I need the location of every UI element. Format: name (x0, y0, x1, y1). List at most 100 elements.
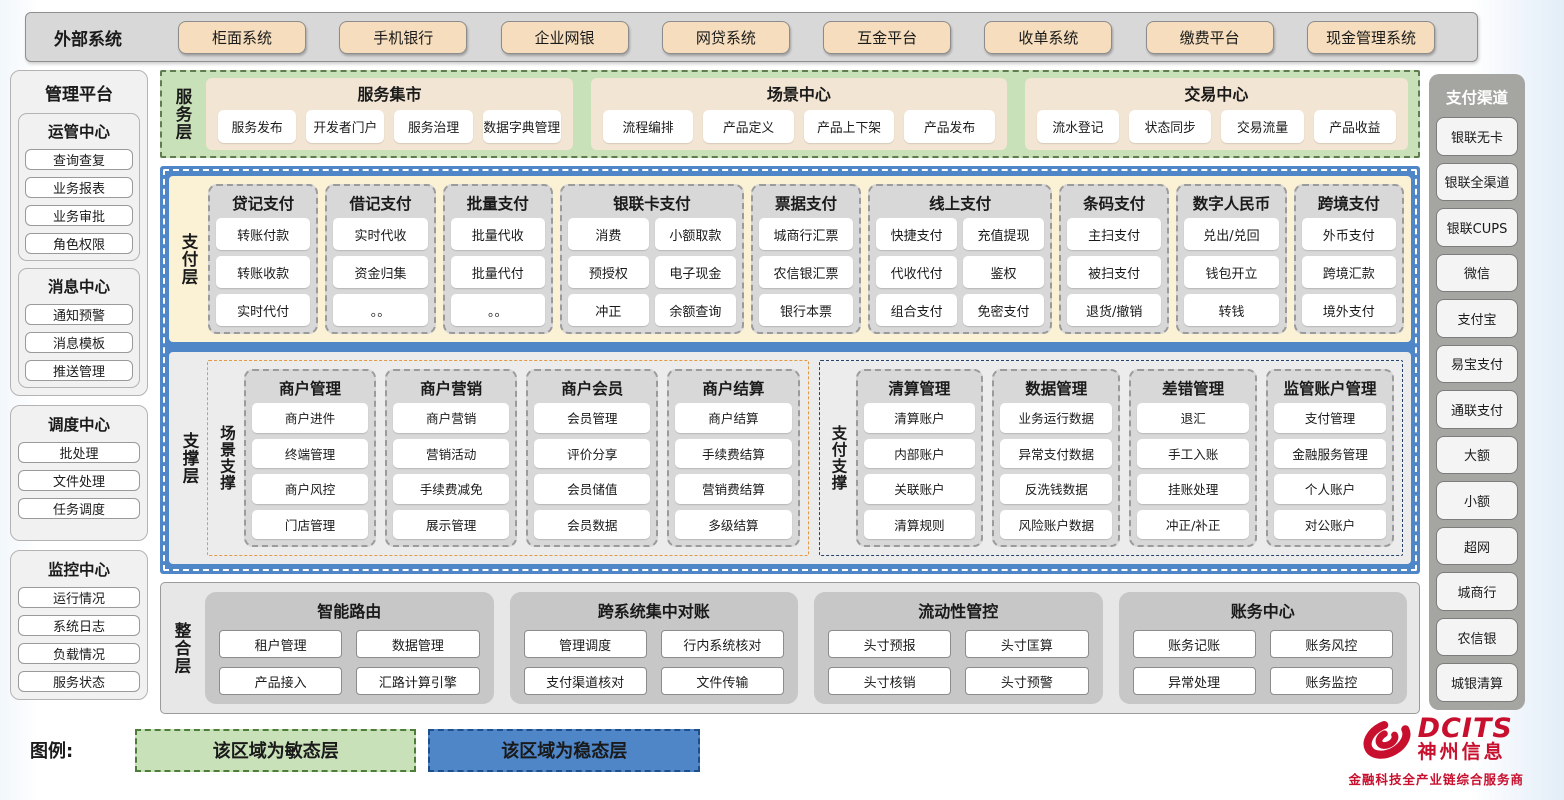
payment-channel-button[interactable]: 城银清算 (1436, 663, 1518, 702)
payment-channel-button[interactable]: 银联全渠道 (1436, 162, 1518, 202)
payment-channel-button[interactable]: 农信银 (1436, 617, 1518, 657)
payment-item-button[interactable]: 。。 (333, 294, 428, 326)
management-item-button[interactable]: 推送管理 (25, 360, 133, 381)
payment-item-button[interactable]: 快捷支付 (876, 218, 958, 250)
support-item-button[interactable]: 对公账户 (1274, 509, 1386, 539)
management-item-button[interactable]: 消息模板 (25, 332, 133, 353)
management-item-button[interactable]: 批处理 (18, 442, 140, 463)
integration-item-button[interactable]: 账务风控 (1269, 630, 1393, 658)
support-item-button[interactable]: 营销活动 (393, 438, 510, 468)
support-item-button[interactable]: 手工入账 (1137, 438, 1250, 468)
support-item-button[interactable]: 商户营销 (393, 403, 510, 433)
payment-item-button[interactable]: 城商行汇票 (758, 218, 854, 250)
support-item-button[interactable]: 关联账户 (863, 474, 976, 504)
payment-item-button[interactable]: 充值提现 (963, 218, 1045, 250)
service-item-button[interactable]: 开发者门户 (306, 110, 385, 143)
integration-item-button[interactable]: 支付渠道核对 (523, 667, 647, 695)
payment-item-button[interactable]: 电子现金 (654, 256, 736, 288)
payment-item-button[interactable]: 银行本票 (758, 294, 854, 326)
support-item-button[interactable]: 评价分享 (534, 438, 651, 468)
service-item-button[interactable]: 状态同步 (1129, 110, 1212, 143)
integration-item-button[interactable]: 头寸预报 (828, 630, 952, 658)
support-item-button[interactable]: 风险账户数据 (1000, 509, 1113, 539)
support-item-button[interactable]: 金融服务管理 (1274, 438, 1386, 468)
payment-item-button[interactable]: 钱包开立 (1184, 256, 1279, 288)
integration-item-button[interactable]: 头寸核销 (828, 667, 952, 695)
integration-item-button[interactable]: 账务记账 (1132, 630, 1256, 658)
payment-item-button[interactable]: 批量代收 (450, 218, 545, 250)
integration-item-button[interactable]: 异常处理 (1132, 667, 1256, 695)
payment-channel-button[interactable]: 城商行 (1436, 572, 1518, 611)
payment-item-button[interactable]: 转钱 (1184, 294, 1279, 326)
support-item-button[interactable]: 手续费减免 (393, 474, 510, 504)
external-system-button[interactable]: 手机银行 (339, 20, 468, 54)
support-item-button[interactable]: 商户结算 (675, 403, 792, 433)
external-system-button[interactable]: 缴费平台 (1145, 20, 1274, 54)
payment-item-button[interactable]: 农信银汇票 (758, 256, 854, 288)
integration-item-button[interactable]: 头寸匡算 (965, 630, 1089, 658)
management-item-button[interactable]: 运行情况 (18, 587, 140, 608)
external-system-button[interactable]: 现金管理系统 (1306, 20, 1435, 54)
payment-channel-button[interactable]: 易宝支付 (1436, 344, 1518, 384)
payment-channel-button[interactable]: 小额 (1436, 481, 1518, 520)
service-item-button[interactable]: 流程编排 (602, 110, 694, 143)
service-item-button[interactable]: 产品收益 (1313, 110, 1397, 143)
support-item-button[interactable]: 异常支付数据 (1000, 438, 1113, 468)
payment-item-button[interactable]: 资金归集 (333, 256, 428, 288)
payment-channel-button[interactable]: 通联支付 (1436, 390, 1518, 429)
payment-channel-button[interactable]: 超网 (1436, 526, 1518, 566)
support-item-button[interactable]: 手续费结算 (675, 438, 792, 468)
management-item-button[interactable]: 系统日志 (18, 615, 140, 636)
service-item-button[interactable]: 产品定义 (703, 110, 794, 143)
external-system-button[interactable]: 柜面系统 (178, 20, 306, 54)
external-system-button[interactable]: 互金平台 (823, 20, 952, 54)
management-item-button[interactable]: 任务调度 (18, 498, 140, 519)
payment-item-button[interactable]: 境外支付 (1301, 294, 1396, 326)
integration-item-button[interactable]: 租户管理 (219, 630, 343, 658)
support-item-button[interactable]: 反洗钱数据 (1000, 474, 1113, 504)
integration-item-button[interactable]: 产品接入 (219, 667, 343, 695)
integration-item-button[interactable]: 账务监控 (1269, 667, 1393, 695)
payment-item-button[interactable]: 代收代付 (876, 256, 958, 288)
management-item-button[interactable]: 服务状态 (18, 671, 140, 692)
payment-item-button[interactable]: 实时代收 (333, 218, 428, 250)
management-item-button[interactable]: 业务报表 (25, 177, 133, 198)
payment-item-button[interactable]: 批量代付 (450, 256, 545, 288)
payment-channel-button[interactable]: 支付宝 (1436, 299, 1518, 338)
payment-item-button[interactable]: 跨境汇款 (1301, 256, 1396, 288)
payment-channel-button[interactable]: 微信 (1436, 253, 1518, 293)
payment-item-button[interactable]: 小额取款 (654, 218, 736, 250)
payment-item-button[interactable]: 组合支付 (876, 294, 958, 326)
support-item-button[interactable]: 清算账户 (863, 403, 976, 433)
support-item-button[interactable]: 商户风控 (252, 474, 369, 504)
payment-item-button[interactable]: 退货/撤销 (1067, 294, 1162, 326)
support-item-button[interactable]: 营销费结算 (675, 474, 792, 504)
management-item-button[interactable]: 负载情况 (18, 643, 140, 664)
service-item-button[interactable]: 数据字典管理 (482, 110, 561, 143)
payment-item-button[interactable]: 兑出/兑回 (1184, 218, 1279, 250)
support-item-button[interactable]: 会员数据 (534, 509, 651, 539)
support-item-button[interactable]: 商户进件 (252, 403, 369, 433)
payment-item-button[interactable]: 外币支付 (1301, 218, 1396, 250)
support-item-button[interactable]: 退汇 (1137, 403, 1250, 433)
payment-item-button[interactable]: 预授权 (567, 256, 649, 288)
integration-item-button[interactable]: 头寸预警 (965, 667, 1089, 695)
payment-channel-button[interactable]: 银联无卡 (1436, 117, 1518, 156)
service-item-button[interactable]: 服务发布 (218, 110, 297, 143)
management-item-button[interactable]: 业务审批 (25, 205, 133, 226)
payment-channel-button[interactable]: 银联CUPS (1436, 208, 1518, 247)
service-item-button[interactable]: 交易流量 (1221, 110, 1304, 143)
payment-item-button[interactable]: 消费 (567, 218, 649, 250)
support-item-button[interactable]: 挂账处理 (1137, 474, 1250, 504)
payment-item-button[interactable]: 转账付款 (216, 218, 311, 250)
service-item-button[interactable]: 产品上下架 (803, 110, 895, 143)
management-item-button[interactable]: 角色权限 (25, 233, 133, 254)
support-item-button[interactable]: 门店管理 (252, 509, 369, 539)
external-system-button[interactable]: 网贷系统 (661, 20, 790, 54)
support-item-button[interactable]: 终端管理 (252, 438, 369, 468)
payment-item-button[interactable]: 免密支付 (963, 294, 1045, 326)
service-item-button[interactable]: 服务治理 (394, 110, 473, 143)
support-item-button[interactable]: 展示管理 (393, 509, 510, 539)
management-item-button[interactable]: 通知预警 (25, 304, 133, 325)
payment-item-button[interactable]: 鉴权 (963, 256, 1045, 288)
